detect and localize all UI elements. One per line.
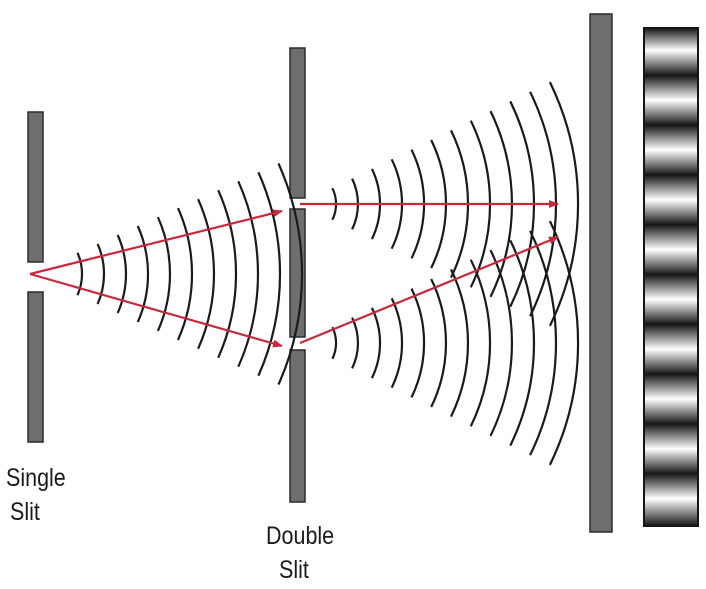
wavefront-arc	[351, 317, 359, 369]
wavefront-arc	[176, 207, 194, 341]
double-slit-barrier-bottom	[289, 349, 306, 503]
wavefront-arc	[529, 230, 558, 456]
wavefront-arc	[116, 234, 128, 314]
wavefront-arc	[237, 180, 260, 368]
double-slit-label-line2: Slit	[279, 556, 309, 584]
double-slit-label-line1: Double	[266, 522, 335, 550]
double-slit-barrier-top	[289, 47, 306, 199]
single-slit-label-line1: Single	[6, 464, 66, 492]
single-slit-wavefronts	[76, 162, 304, 386]
wavefront-arc	[197, 198, 216, 350]
wavefront-arc	[331, 326, 338, 360]
lower-slit-wavefronts	[331, 220, 580, 466]
wavefront-arc	[76, 252, 84, 296]
wavefront-arc	[96, 243, 106, 305]
ray-single-to-upper-slit	[29, 209, 283, 276]
wavefront-arc	[430, 278, 448, 408]
wavefront-arc	[156, 216, 172, 332]
wavefront-arc	[390, 297, 404, 389]
wavefront-arc	[509, 239, 536, 447]
interference-pattern-screen	[643, 27, 699, 527]
wavefront-arc	[370, 307, 382, 379]
wavefront-arc	[489, 249, 514, 437]
wavefront-arc	[257, 171, 282, 377]
ray-lower-slit-to-plate	[299, 235, 559, 345]
wavefront-arc	[277, 162, 304, 386]
wavefront-arc	[450, 268, 470, 418]
single-slit-barrier-top	[27, 111, 44, 263]
ray-single-to-lower-slit	[29, 272, 283, 348]
wavefront-arc	[548, 81, 580, 327]
wavefront-arc	[217, 189, 238, 359]
single-slit-barrier-bottom	[27, 291, 44, 443]
wavefront-arc	[410, 288, 426, 398]
wavefront-arc	[469, 259, 492, 427]
wavefront-arc	[136, 225, 150, 323]
wavefront-arc	[548, 220, 580, 466]
detection-plate	[589, 13, 613, 533]
single-slit-label-line2: Slit	[10, 498, 40, 526]
